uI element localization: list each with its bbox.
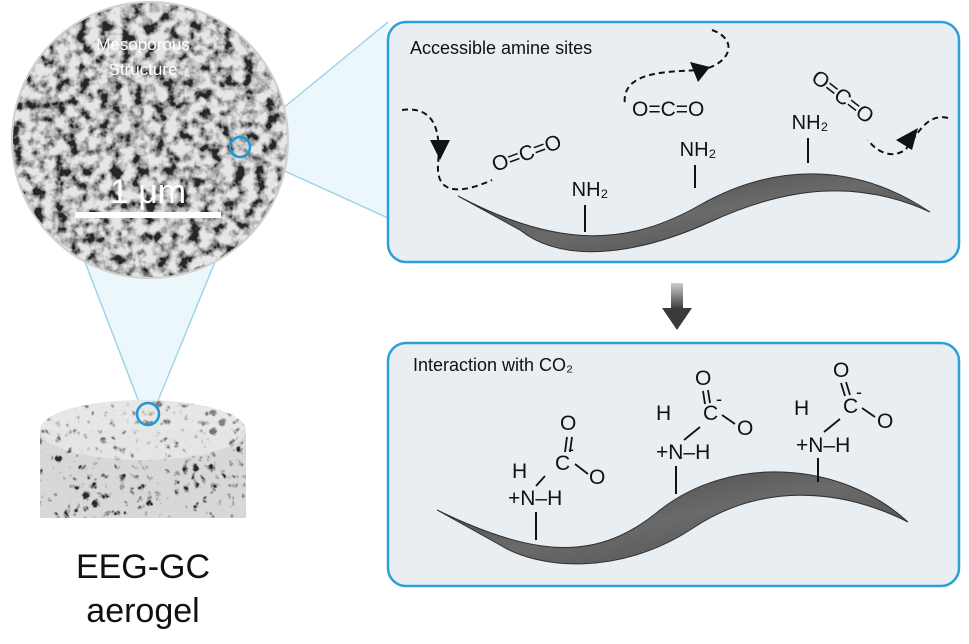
carbamate-group: H +N–H C - O O <box>656 367 753 494</box>
svg-text:C: C <box>703 402 718 425</box>
scale-bar <box>75 212 221 218</box>
carbamate-group: H +N–H C - O O <box>508 412 605 540</box>
svg-text:O: O <box>833 359 849 382</box>
sample-label-line1: EEG-GC <box>76 548 210 586</box>
carbamate-group: H +N–H C - O O <box>794 359 893 482</box>
sample-label-line2: aerogel <box>86 592 199 630</box>
svg-text:+N–H: +N–H <box>796 434 850 457</box>
sem-label-line2: Structure <box>109 60 178 79</box>
svg-text:O: O <box>737 417 753 440</box>
svg-text:+N–H: +N–H <box>656 441 710 464</box>
bottom-panel-title: Interaction with CO₂ <box>413 355 573 375</box>
co2-molecule: O=C=O <box>632 98 704 121</box>
dashed-arrow-icon <box>690 62 710 82</box>
callout-lines <box>84 21 389 411</box>
svg-text:C: C <box>843 395 858 418</box>
top-panel-title: Accessible amine sites <box>410 38 592 58</box>
amine-label: NH₂ <box>792 112 829 134</box>
highlight-circle-icon <box>135 401 161 427</box>
amine-label: NH₂ <box>572 179 609 201</box>
svg-text:-: - <box>716 389 722 409</box>
graphene-sheet <box>436 471 909 565</box>
highlight-circle-icon <box>228 135 252 159</box>
svg-text:H: H <box>512 460 527 483</box>
sem-label-line1: Mesoporous <box>96 35 190 54</box>
dashed-arrow-icon <box>896 128 918 150</box>
svg-text:-: - <box>856 382 862 402</box>
svg-text:H: H <box>656 402 671 425</box>
svg-text:O: O <box>877 410 893 433</box>
svg-text:+N–H: +N–H <box>508 487 562 510</box>
down-arrow-icon <box>662 283 692 330</box>
svg-text:H: H <box>794 397 809 420</box>
dashed-arrow-icon <box>401 108 493 191</box>
svg-text:O: O <box>589 466 605 489</box>
svg-text:C: C <box>555 452 570 475</box>
sem-image: Mesoporous Structure 1 μm <box>11 1 289 279</box>
aerogel-disk: EEG-GC aerogel <box>40 400 246 630</box>
top-panel: Accessible amine sites NH₂ NH₂ NH₂ O=C=O… <box>386 20 961 264</box>
bottom-panel: Interaction with CO₂ H +N–H C - O O H +N… <box>386 341 961 588</box>
svg-text:O: O <box>695 367 711 390</box>
svg-text:O: O <box>560 412 576 435</box>
amine-label: NH₂ <box>680 139 717 161</box>
graphene-sheet <box>457 173 931 253</box>
dashed-arrow-icon <box>430 140 450 160</box>
scale-bar-label: 1 μm <box>110 173 186 211</box>
